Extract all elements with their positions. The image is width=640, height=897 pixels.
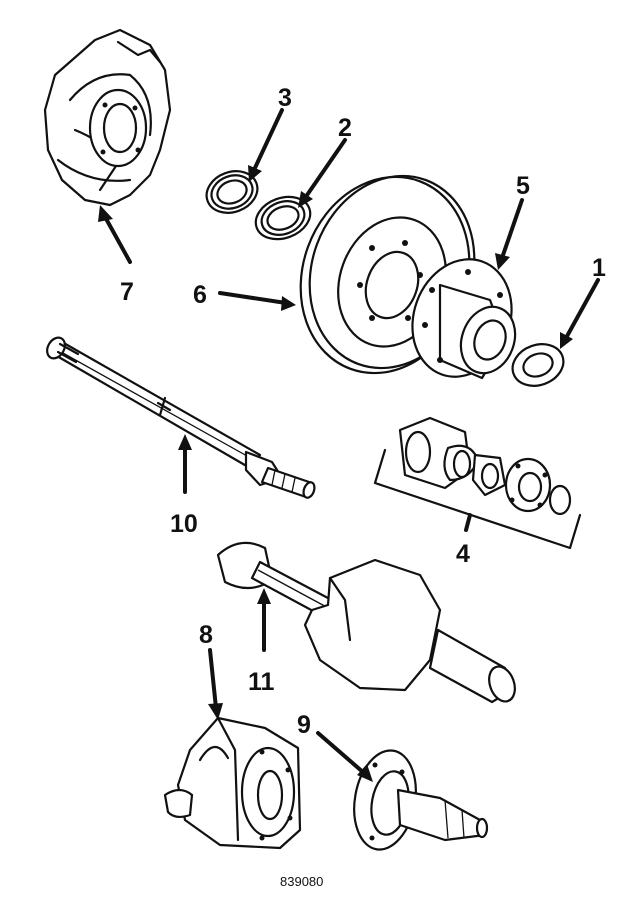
figure-code: 839080 [280, 874, 323, 889]
callout-7: 7 [120, 278, 134, 306]
callout-11: 11 [248, 668, 275, 696]
callout-2: 2 [338, 114, 352, 142]
callout-8: 8 [199, 621, 213, 649]
cv-joint-shaft-icon[interactable] [216, 541, 519, 705]
callout-5: 5 [516, 172, 530, 200]
callout-3: 3 [278, 84, 292, 112]
hub-kit-icon[interactable] [373, 416, 582, 550]
callout-4: 4 [456, 540, 470, 568]
callout-1: 1 [592, 254, 606, 282]
callout-6: 6 [193, 281, 207, 309]
steering-knuckle-icon[interactable] [163, 716, 302, 850]
bearing-icon[interactable] [250, 190, 316, 247]
hub-icon[interactable] [396, 245, 527, 391]
bearing-icon[interactable] [201, 164, 264, 219]
bearing-seal-icon[interactable] [507, 337, 570, 392]
spindle-icon[interactable] [347, 746, 489, 855]
callout-10: 10 [170, 510, 198, 538]
dust-shield-icon[interactable] [43, 28, 172, 207]
axle-shaft-icon[interactable] [44, 334, 317, 499]
callout-9: 9 [297, 711, 311, 739]
